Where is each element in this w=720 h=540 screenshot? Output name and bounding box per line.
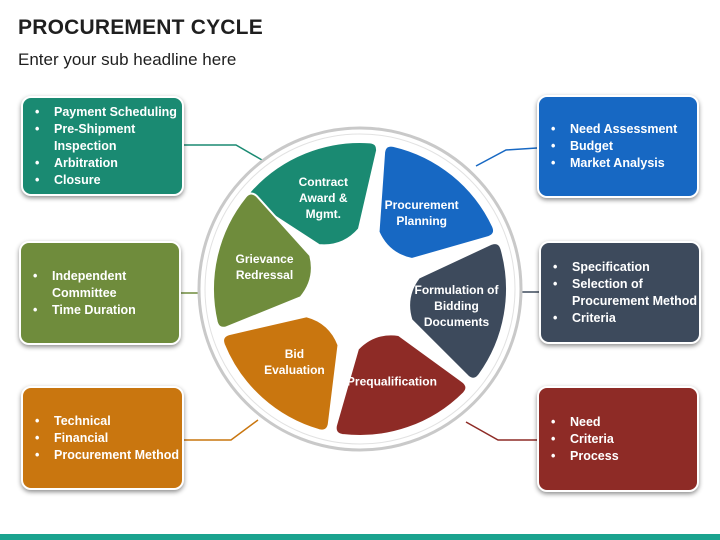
planning-bullet-item: Budget <box>551 138 677 155</box>
segment-label-line: Redressal <box>236 268 293 282</box>
connector-lines <box>181 144 539 441</box>
segment-label-line: Procurement <box>385 198 459 212</box>
prequalification-bullet-item: Process <box>551 448 619 465</box>
connector-contract <box>184 144 263 161</box>
formulation-bullet-item: Criteria <box>553 310 699 327</box>
formulation-box: SpecificationSelection of Procurement Me… <box>539 241 701 344</box>
segment-label-line: Contract <box>299 175 348 189</box>
grievance-bullet-item: Time Duration <box>33 302 179 319</box>
evaluation-bullet-item: Technical <box>35 413 179 430</box>
segment-prequalification <box>334 333 468 437</box>
connector-prequalification <box>465 421 537 441</box>
segment-grievance <box>212 192 313 329</box>
page-subtitle: Enter your sub headline here <box>18 50 237 69</box>
segment-formulation <box>408 242 508 380</box>
connector-planning <box>475 147 538 167</box>
evaluation-box: TechnicalFinancialProcurement Method <box>21 386 184 490</box>
prequalification-bullet-item: Need <box>551 414 619 431</box>
prequalification-box: NeedCriteriaProcess <box>537 386 699 492</box>
segment-label-line: Award & <box>299 191 348 205</box>
evaluation-list: TechnicalFinancialProcurement Method <box>23 413 179 464</box>
segment-label-line: Documents <box>424 315 490 329</box>
segment-planning <box>377 144 496 261</box>
segment-evaluation <box>222 315 340 432</box>
connector-evaluation <box>184 419 259 441</box>
segment-label-line: Prequalification <box>347 375 437 389</box>
segment-label-line: Planning <box>396 214 447 228</box>
planning-list: Need AssessmentBudgetMarket Analysis <box>539 121 677 172</box>
grievance-bullet-item: Independent Committee <box>33 268 179 302</box>
contract-box: Payment SchedulingPre-Shipment Inspectio… <box>21 96 184 196</box>
segment-label-line: Bidding <box>434 299 479 313</box>
segment-label-prequalification: Prequalification <box>347 375 437 389</box>
prequalification-bullet-item: Criteria <box>551 431 619 448</box>
bottom-accent-bar <box>0 534 720 540</box>
planning-bullet-item: Market Analysis <box>551 155 677 172</box>
formulation-bullet-item: Selection of Procurement Method <box>553 276 699 310</box>
prequalification-list: NeedCriteriaProcess <box>539 414 619 465</box>
contract-bullet-item: Arbitration <box>35 155 182 172</box>
page-title: PROCUREMENT CYCLE <box>18 16 263 39</box>
segment-label-line: Mgmt. <box>306 207 341 221</box>
planning-box: Need AssessmentBudgetMarket Analysis <box>537 95 699 198</box>
planning-bullet-item: Need Assessment <box>551 121 677 138</box>
evaluation-bullet-item: Financial <box>35 430 179 447</box>
formulation-bullet-item: Specification <box>553 259 699 276</box>
segment-label-line: Grievance <box>235 252 293 266</box>
contract-list: Payment SchedulingPre-Shipment Inspectio… <box>23 104 182 189</box>
grievance-list: Independent CommitteeTime Duration <box>21 268 179 319</box>
evaluation-bullet-item: Procurement Method <box>35 447 179 464</box>
contract-bullet-item: Payment Scheduling <box>35 104 182 121</box>
segment-label-line: Bid <box>285 347 304 361</box>
inner-ring <box>204 133 516 445</box>
contract-bullet-item: Pre-Shipment Inspection <box>35 121 182 155</box>
segment-label-line: Evaluation <box>264 363 325 377</box>
formulation-list: SpecificationSelection of Procurement Me… <box>541 259 699 327</box>
grievance-box: Independent CommitteeTime Duration <box>19 241 181 345</box>
segment-label-line: Formulation of <box>415 283 500 297</box>
contract-bullet-item: Closure <box>35 172 182 189</box>
